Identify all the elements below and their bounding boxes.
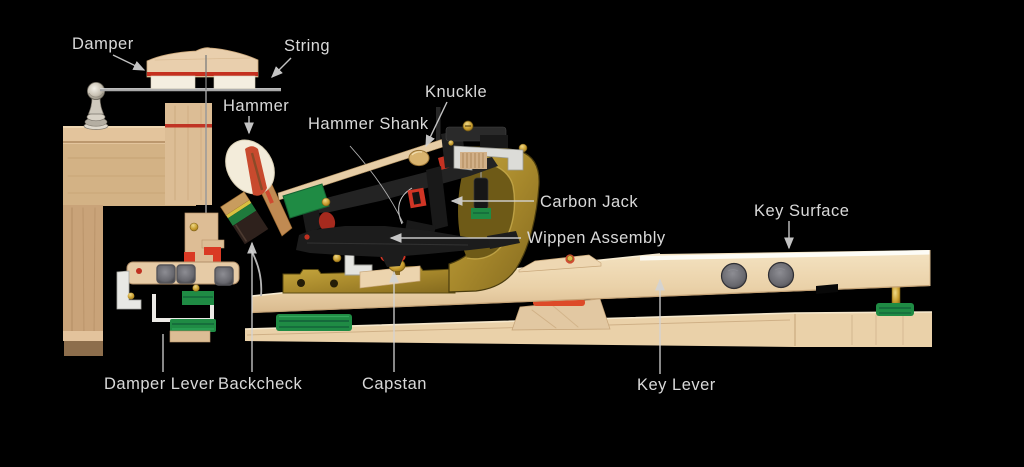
hammer-assembly [220,107,528,297]
label-carbon-jack: Carbon Jack [450,193,638,211]
key-surface-label: Key Surface [754,202,849,220]
label-string: String [271,37,330,78]
damper-label: Damper [72,35,134,53]
damper-graphic [146,47,259,90]
label-knuckle: Knuckle [425,83,487,148]
hammer-shank-label: Hammer Shank [308,115,429,133]
string-label: String [284,37,330,55]
damper-guide [184,212,225,264]
label-damper: Damper [72,35,146,71]
label-hammer-shank: Hammer Shank [308,115,429,133]
label-capstan: Capstan [362,270,427,393]
piano-frame-wood [63,82,212,356]
damper-lever-graphic [116,261,240,343]
backcheck-wire [250,249,263,297]
string-graphic [100,88,281,92]
backcheck-graphic [220,191,269,245]
label-key-surface: Key Surface [754,202,849,250]
capstan-label: Capstan [362,375,427,393]
damper-knob [83,82,109,130]
string-pointer [271,57,292,78]
key-lever-label: Key Lever [637,376,716,394]
label-backcheck: Backcheck [218,241,303,393]
label-damper-lever: Damper Lever [104,334,215,393]
damper-lever-label: Damper Lever [104,375,215,393]
backcheck-label: Backcheck [218,375,303,393]
damper-pointer [112,54,146,71]
hammer-label: Hammer [223,97,289,115]
label-wippen-assembly: Wippen Assembly [389,229,666,247]
carbon-jack-label: Carbon Jack [540,193,638,211]
keyframe-rails [244,286,933,347]
label-hammer: Hammer [223,97,289,135]
wippen-assembly-label: Wippen Assembly [527,229,666,247]
label-key-lever: Key Lever [637,278,716,394]
key-lead-weight [720,262,748,290]
knuckle-pointer [425,101,448,148]
knuckle-label: Knuckle [425,83,487,101]
key-lead-weight [767,261,795,289]
labels-layer: Damper String Hammer Hammer Shank Knuckl… [72,35,849,394]
knuckle-graphic [408,149,430,167]
